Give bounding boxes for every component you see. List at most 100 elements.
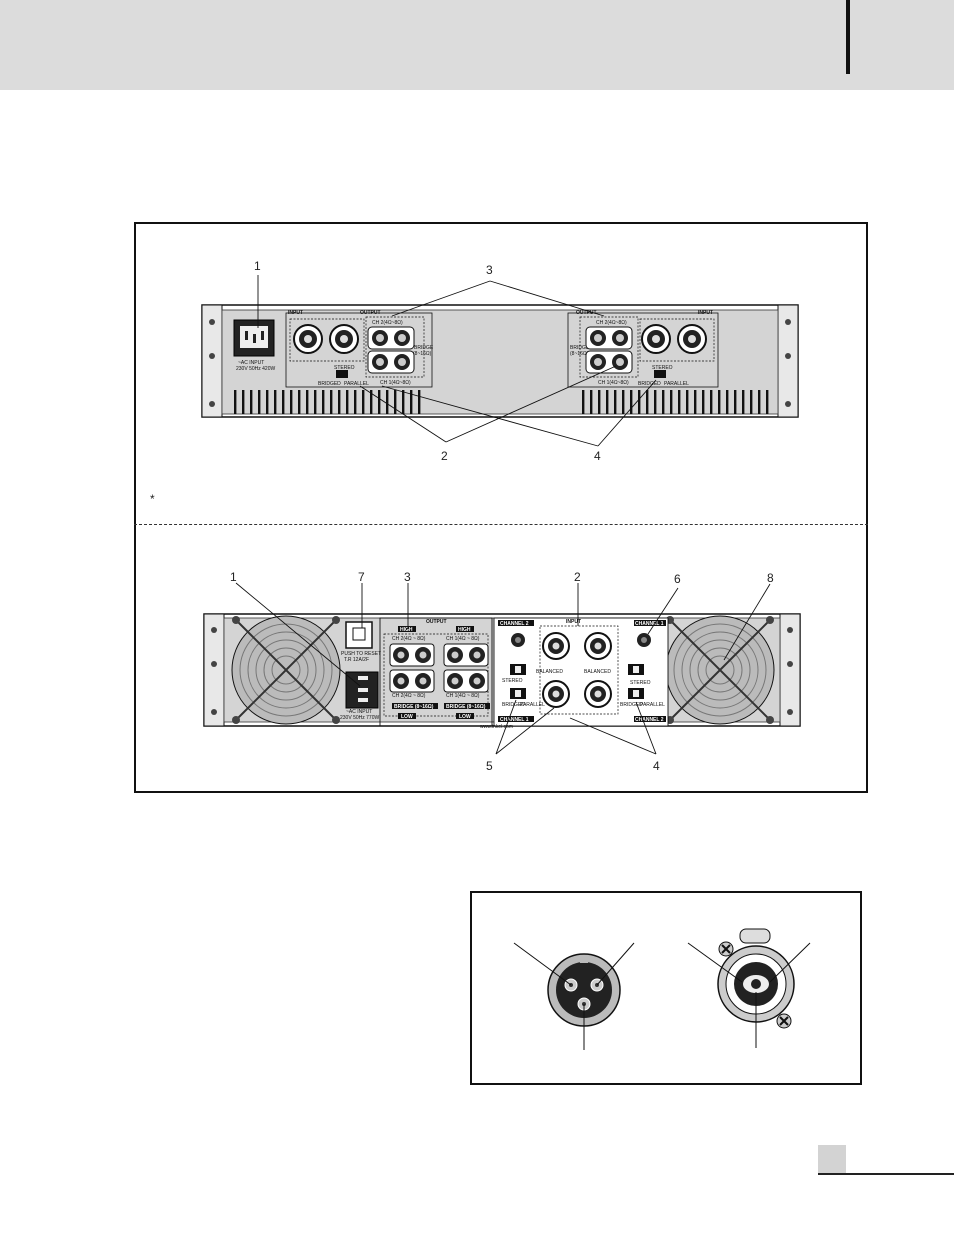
amp1-output-label-left: OUTPUT — [360, 310, 381, 316]
amp2-gain-knob-left — [511, 633, 525, 647]
amp1-vent-right — [582, 390, 769, 414]
amp2-push-reset-label: PUSH TO RESET — [341, 651, 381, 657]
speakon-jack-center — [451, 677, 459, 685]
amp2-parallel-label-left: PARALLEL — [520, 702, 545, 708]
amp1-vent-left — [234, 390, 421, 414]
vent-slot — [606, 390, 609, 414]
vent-slot — [306, 390, 309, 414]
vent-slot — [346, 390, 349, 414]
amp2-stereo-label-right: STEREO — [630, 680, 651, 686]
amp2-mode-switches: STEREO BRIDGED PARALLEL STEREO BRIDGED P… — [502, 664, 665, 708]
vent-slot — [718, 390, 721, 414]
vent-slot — [290, 390, 293, 414]
combo-jack-connector-icon — [687, 928, 811, 1048]
speakon-jack-center — [473, 651, 481, 659]
vent-slot — [670, 390, 673, 414]
amp2-callout-8: 8 — [767, 571, 774, 585]
amp1-ac-rating: 230V 50Hz 420W — [236, 366, 275, 372]
vent-slot — [726, 390, 729, 414]
vent-slot — [662, 390, 665, 414]
speakon-jack-center — [397, 677, 405, 685]
amp2-fan-right-icon — [665, 615, 775, 725]
amp1-bridge-label-left: BRIDGE — [414, 345, 434, 351]
vent-slot — [418, 390, 421, 414]
vent-slot — [242, 390, 245, 414]
amp2-callout-4: 4 — [653, 759, 660, 773]
rear-panel-figure-frame — [134, 222, 868, 793]
amp1-parallel-label-left: PARALLEL — [344, 381, 369, 387]
vent-slot — [582, 390, 585, 414]
amp1-bridge-ohm-right: (8~16Ω) — [570, 351, 589, 357]
vent-slot — [282, 390, 285, 414]
amp2-stereo-label-left: STEREO — [502, 678, 523, 684]
amp2-channel1-label-top: CHANNEL 1 — [635, 621, 664, 627]
vent-slot — [354, 390, 357, 414]
amp2-ch1-top: CH 1(4Ω ~ 8Ω) — [446, 636, 480, 642]
amp2-fan-left-icon — [231, 615, 341, 725]
vent-slot — [410, 390, 413, 414]
amp2-callout-3: 3 — [404, 570, 411, 584]
amp1-right-io-block: OUTPUT INPUT CH 2(4Ω~8Ω) CH 1(4Ω~8Ω) BRI… — [567, 310, 719, 388]
amp1-input-label-left: INPUT — [288, 310, 303, 316]
vent-slot — [638, 390, 641, 414]
vent-slot — [330, 390, 333, 414]
vent-slot — [646, 390, 649, 414]
figure-separator-dashed — [134, 524, 868, 525]
amp2-bridge-left-label: BRIDGE (8~16Ω) — [394, 704, 434, 710]
amp2-website: www.inkel.com — [480, 724, 513, 730]
header-band — [0, 0, 954, 90]
amp2-bridged-label-left: BRIDGED — [502, 702, 525, 708]
footer-rule — [818, 1173, 954, 1175]
amp2-speakon-grid — [389, 643, 489, 693]
amp1-left-io-block: INPUT OUTPUT CH 2(4Ω~8Ω) CH 1(4Ω~8Ω) BRI… — [285, 310, 434, 388]
vent-slot — [234, 390, 237, 414]
vent-slot — [758, 390, 761, 414]
connector-diagram-frame — [470, 891, 862, 1085]
vent-slot — [766, 390, 769, 414]
speakon-jack-center — [419, 651, 427, 659]
vent-slot — [598, 390, 601, 414]
amp2-balanced-label-left: BALANCED — [536, 669, 563, 675]
amp2-output-block: OUTPUT HIGH HIGH CH 2(4Ω ~ 8Ω) CH 1(4Ω ~… — [379, 617, 493, 727]
amp1-callout-2: 2 — [441, 449, 448, 463]
amp1-ch1-label-left: CH 1(4Ω~8Ω) — [380, 380, 411, 386]
amp1-bridged-label-right: BRIDGED — [638, 381, 661, 387]
amp1-xlr-combo-right-1 — [641, 324, 671, 354]
amp1-speakon-right-top — [585, 326, 633, 350]
vent-slot — [614, 390, 617, 414]
amp2-ac-label: ~AC INPUT — [346, 709, 372, 715]
vent-slot — [686, 390, 689, 414]
amp1-ac-inlet: ~AC INPUT 230V 50Hz 420W — [233, 319, 275, 372]
amp1-speakon-left-bottom — [367, 350, 415, 374]
amp2-output-label: OUTPUT — [426, 619, 447, 625]
amp1-ch2-label-right: CH 2(4Ω~8Ω) — [596, 320, 627, 326]
vent-slot — [378, 390, 381, 414]
amp2-callout-7: 7 — [358, 570, 365, 584]
amp2-high-label-right: HIGH — [458, 627, 471, 633]
vent-slot — [314, 390, 317, 414]
amp2-channel2-label-bottom: CHANNEL 2 — [635, 717, 664, 723]
amp2-callout-1: 1 — [230, 570, 237, 584]
amp1-xlr-combo-left-1 — [293, 324, 323, 354]
vent-slot — [370, 390, 373, 414]
vent-slot — [622, 390, 625, 414]
vent-slot — [274, 390, 277, 414]
amp1-callout-leaders — [257, 275, 657, 447]
amp2-reset-rating: T.R 12A/2F — [344, 657, 369, 663]
amp1-bridged-label-left: BRIDGED — [318, 381, 341, 387]
amp1-note-mark: * — [150, 492, 155, 506]
amp1-xlr-combo-right-2 — [677, 324, 707, 354]
vent-slot — [402, 390, 405, 414]
amp1-stereo-label-left: STEREO — [334, 365, 355, 371]
amp2-ch2-top: CH 2(4Ω ~ 8Ω) — [392, 636, 426, 642]
amp2-xlr-combo-3 — [542, 680, 570, 708]
amp2-parallel-label-right: PARALLEL — [640, 702, 665, 708]
amp1-parallel-label-right: PARALLEL — [664, 381, 689, 387]
vent-slot — [630, 390, 633, 414]
vent-slot — [734, 390, 737, 414]
vent-slot — [394, 390, 397, 414]
vent-slot — [590, 390, 593, 414]
amp1-output-label-right: OUTPUT — [576, 310, 597, 316]
amp2-input-label: INPUT — [566, 619, 581, 625]
